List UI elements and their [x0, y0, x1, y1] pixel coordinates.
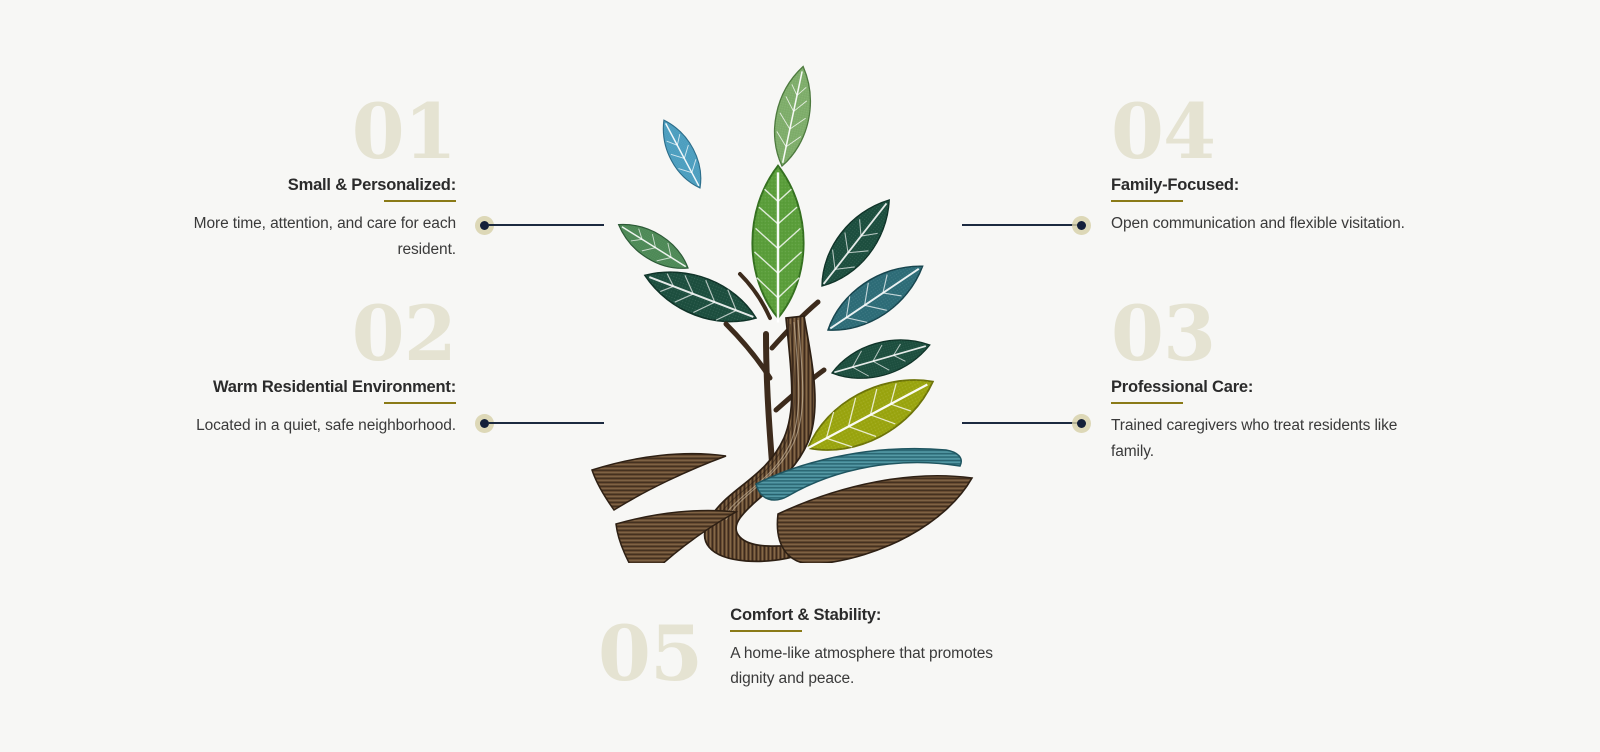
tree-illustration: [560, 18, 1000, 563]
connector-line-item-03: [962, 413, 1086, 433]
root-band-teal: [755, 447, 962, 501]
item-number-03: 03: [1111, 289, 1216, 378]
item-body-05: A home-like atmosphere that promotes dig…: [730, 645, 993, 688]
leaf-mid-green-left: [617, 224, 689, 269]
item-body-04: Open communication and flexible visitati…: [1111, 215, 1405, 233]
connector-line-item-04: [962, 215, 1086, 235]
item-number-05: 05: [598, 609, 703, 698]
item-number-02: 02: [351, 289, 457, 378]
item-heading-01: Small & Personalized:: [288, 176, 457, 203]
item-number-01: 01: [351, 87, 457, 176]
leaf-dark-forest-right: [821, 199, 890, 287]
feature-item-04: 04 Family-Focused: Open communication an…: [1111, 87, 1411, 237]
item-heading-02: Warm Residential Environment:: [213, 378, 456, 405]
connector-dot: [1077, 418, 1086, 428]
connector-line: [488, 422, 604, 424]
item-heading-03: Professional Care:: [1111, 378, 1253, 405]
connector-dot: [480, 220, 489, 230]
leaf-sage-top: [773, 65, 811, 168]
item-heading-05: Comfort & Stability:: [730, 606, 881, 632]
feature-item-01: 01 Small & Personalized: More time, atte…: [156, 87, 457, 262]
leaf-sky-blue: [662, 119, 702, 189]
root-blade-right: [776, 474, 974, 563]
connector-line: [962, 422, 1078, 424]
item-number-04: 04: [1111, 87, 1216, 176]
leaf-olive-right: [803, 379, 935, 451]
leaf-bright-green-center: [751, 164, 805, 323]
item-heading-04: Family-Focused:: [1111, 176, 1239, 203]
item-body-03: Trained caregivers who treat residents l…: [1111, 417, 1398, 460]
leaf-dark-forest-left: [643, 271, 758, 323]
connector-line: [488, 224, 604, 226]
feature-item-05: 05 Comfort & Stability: A home-like atmo…: [598, 606, 1030, 698]
feature-item-02: 02 Warm Residential Environment: Located…: [156, 289, 457, 439]
connector-line-item-02: [480, 413, 604, 433]
item-body-01: More time, attention, and care for each …: [193, 215, 456, 258]
leaf-teal-right: [826, 265, 924, 331]
feature-item-03: 03 Professional Care: Trained caregivers…: [1111, 289, 1411, 464]
connector-line: [962, 224, 1078, 226]
root-blade-left-lower: [615, 509, 739, 563]
item-body-02: Located in a quiet, safe neighborhood.: [196, 417, 456, 435]
leaf-dark-forest-far-right: [830, 339, 931, 379]
connector-dot: [1077, 220, 1086, 230]
root-blade-left-upper: [591, 452, 727, 512]
connector-line-item-01: [480, 215, 604, 235]
connector-dot: [480, 418, 489, 428]
